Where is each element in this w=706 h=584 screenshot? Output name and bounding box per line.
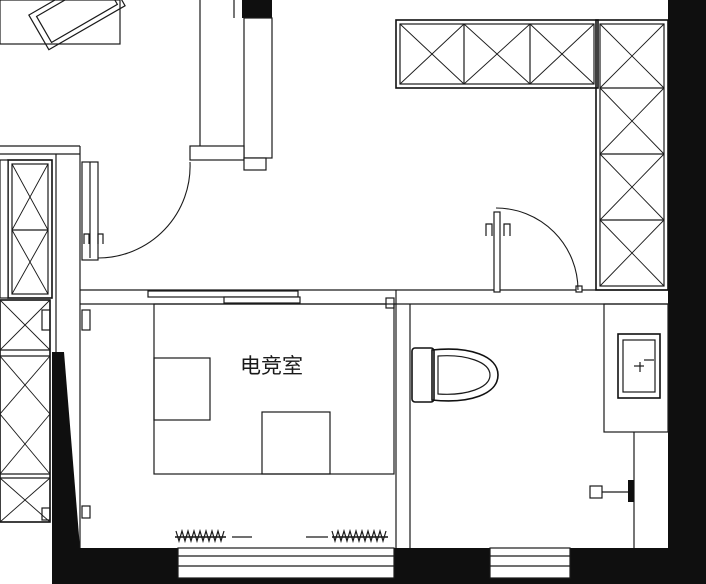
bottom-windows [177, 547, 571, 579]
vanity [603, 303, 669, 433]
wall-column [243, 17, 273, 159]
radiators [175, 528, 388, 544]
toilet [411, 347, 499, 403]
sink [617, 333, 661, 399]
shower-partition [589, 432, 635, 548]
door-bathroom [485, 207, 579, 291]
outlets [41, 309, 91, 521]
radiator-right [306, 528, 388, 544]
bed-top-left [0, 0, 126, 51]
door-upper-left [81, 161, 191, 261]
window-left [177, 547, 395, 579]
radiator-left [175, 528, 252, 544]
cabinets [0, 19, 669, 523]
gaming-desk-area [153, 303, 395, 475]
desk-outline [153, 303, 395, 475]
top-wall-block [242, 0, 272, 18]
chair-right [261, 411, 331, 475]
interior-walls [0, 0, 668, 548]
cabinet-right-column [595, 19, 669, 291]
bathroom-fixtures [411, 303, 669, 548]
cabinet-top-row [395, 19, 599, 89]
cabinet-left-upper [0, 159, 53, 299]
window-right [489, 547, 571, 579]
doors [81, 161, 579, 291]
furniture [0, 0, 395, 521]
chair-left [153, 357, 211, 421]
right-exterior-wall [668, 0, 706, 584]
left-lower-wall [52, 352, 80, 548]
room-label-gaming-room: 电竞室 [240, 354, 303, 378]
cabinet-left-lower [0, 299, 51, 523]
